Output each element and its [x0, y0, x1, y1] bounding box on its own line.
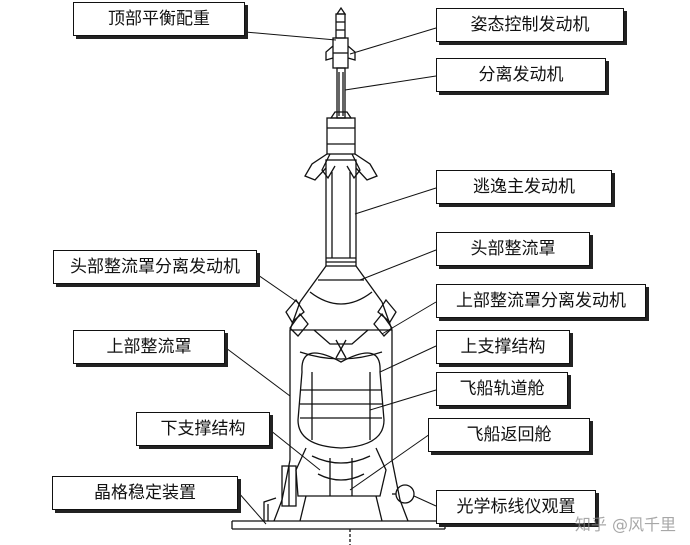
label-lower-support: 下支撑结构	[136, 412, 270, 446]
label-separation-motor: 分离发动机	[436, 58, 606, 92]
label-upper-fairing: 上部整流罩	[73, 330, 225, 364]
orbital-module	[297, 352, 385, 449]
grid-stabilizer	[263, 497, 277, 521]
separation-motor	[336, 67, 346, 119]
base-plate	[231, 520, 446, 545]
top-ballast	[335, 6, 347, 39]
label-head-fairing-sep-motor: 头部整流罩分离发动机	[53, 250, 257, 284]
label-escape-main-motor: 逃逸主发动机	[436, 170, 612, 204]
label-upper-fairing-sep-motor: 上部整流罩分离发动机	[436, 284, 646, 318]
label-orbital-module: 飞船轨道舱	[436, 372, 568, 406]
lower-shroud	[273, 459, 409, 522]
label-optical-sight: 光学标线仪观置	[436, 490, 596, 524]
upper-fairing	[289, 301, 393, 460]
watermark: 知乎 @风千里	[574, 515, 676, 534]
label-grid-stabilizer: 晶格稳定装置	[52, 476, 238, 510]
optical-sight	[392, 484, 415, 504]
label-return-capsule: 飞船返回舱	[428, 418, 590, 452]
head-fairing	[285, 265, 397, 337]
label-head-fairing: 头部整流罩	[436, 232, 590, 266]
return-capsule	[295, 447, 387, 497]
escape-main-motor	[304, 111, 378, 267]
attitude-control-motors	[325, 37, 356, 69]
label-upper-support: 上支撑结构	[436, 330, 570, 364]
label-top-ballast: 顶部平衡配重	[73, 2, 245, 36]
label-attitude-control-motor: 姿态控制发动机	[436, 8, 624, 42]
leader-lines	[225, 27, 437, 525]
